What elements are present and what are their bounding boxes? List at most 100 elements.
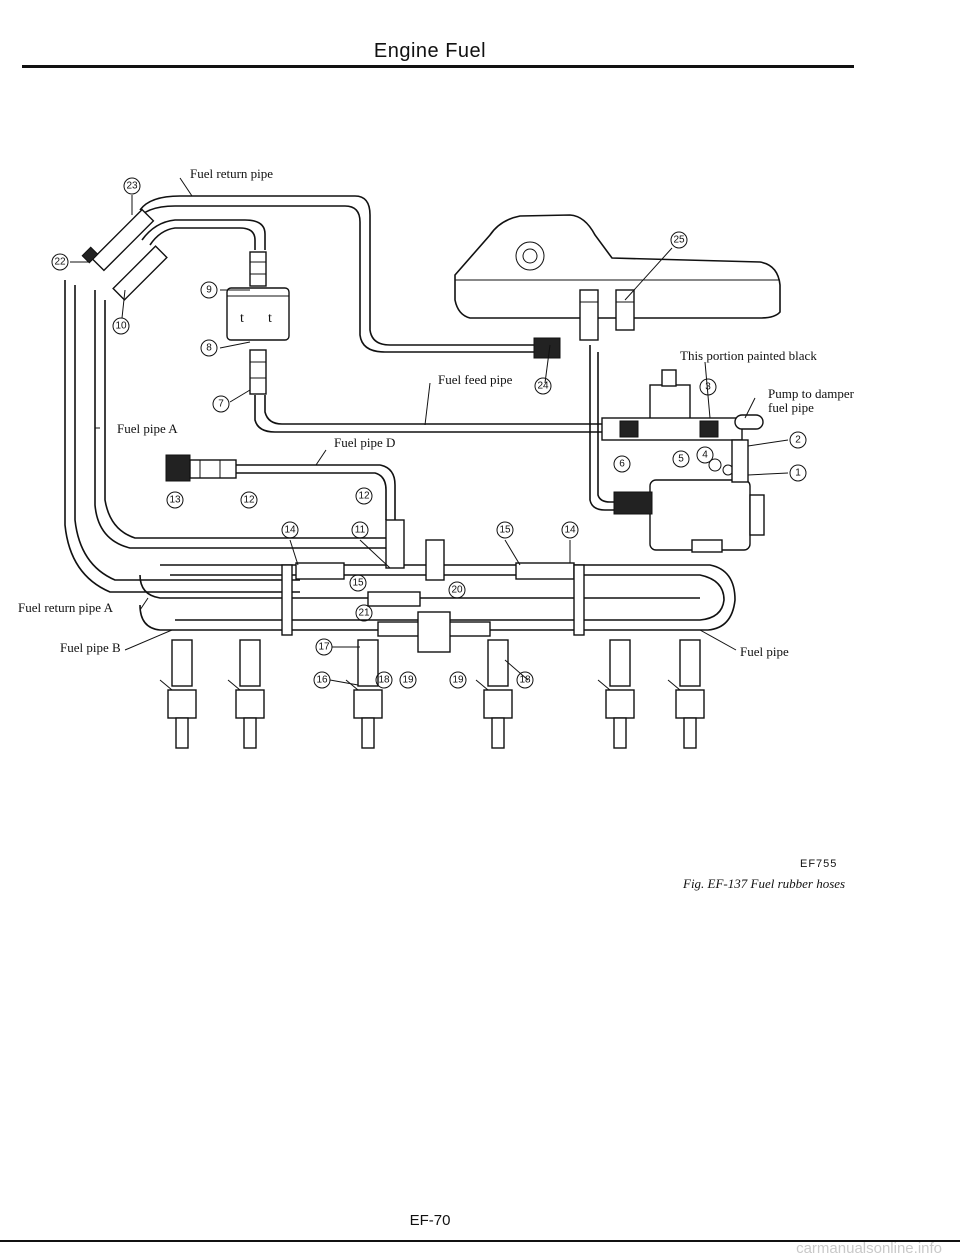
injector-1 [159, 639, 197, 749]
svg-text:15: 15 [352, 578, 364, 589]
fuel-tank [454, 214, 781, 319]
label-fuel-pipe: Fuel pipe [740, 644, 789, 659]
svg-text:2: 2 [795, 435, 801, 446]
svg-text:18: 18 [378, 675, 390, 686]
figure-caption: Fig. EF-137 Fuel rubber hoses [683, 876, 846, 891]
svg-text:19: 19 [402, 675, 414, 686]
fuel-return-pipe [139, 195, 540, 346]
callout-18a: 18 [375, 671, 393, 689]
callout-18b: 18 [516, 671, 534, 689]
injectors [159, 639, 705, 749]
callout-12a: 12 [355, 487, 373, 505]
callout-19a: 19 [399, 671, 417, 689]
callout-25: 25 [670, 231, 688, 249]
svg-text:16: 16 [316, 675, 328, 686]
callout-20: 20 [448, 581, 466, 599]
callout-7: 7 [212, 395, 230, 413]
svg-text:8: 8 [206, 343, 212, 354]
callout-5: 5 [672, 450, 690, 468]
header-rule [22, 65, 854, 68]
svg-text:10: 10 [115, 321, 127, 332]
svg-text:17: 17 [318, 642, 330, 653]
label-fuel-pipe-a: Fuel pipe A [117, 421, 178, 436]
svg-text:13: 13 [169, 495, 181, 506]
page-title: Engine Fuel [373, 40, 487, 62]
watermark: carmanualsonline.info [796, 1240, 942, 1257]
callout-13: 13 [166, 491, 184, 509]
callout-4: 4 [696, 446, 714, 464]
center-connectors [281, 519, 585, 653]
label-pump-to-damper-2: fuel pipe [768, 400, 814, 415]
callout-16: 16 [313, 671, 331, 689]
callout-10: 10 [112, 317, 130, 335]
label-fuel-pipe-b: Fuel pipe B [60, 640, 121, 655]
tank-outlet-hoses [533, 289, 635, 359]
label-fuel-pipe-d: Fuel pipe D [334, 435, 395, 450]
svg-text:12: 12 [358, 491, 370, 502]
figure-code: EF755 [800, 858, 838, 870]
callout-22: 22 [51, 253, 69, 271]
callout-8: 8 [200, 339, 218, 357]
svg-text:11: 11 [355, 525, 366, 536]
callout-23: 23 [123, 177, 141, 195]
svg-text:3: 3 [705, 382, 711, 393]
callouts: 1 2 3 4 5 6 7 8 9 10 11 12 12 13 14 14 1… [51, 177, 807, 689]
fuel-rail-loop [139, 574, 700, 599]
label-fuel-return-pipe-a: Fuel return pipe A [18, 600, 114, 615]
callout-15b: 15 [349, 574, 367, 592]
injector-2 [227, 639, 265, 749]
callout-11: 11 [351, 521, 369, 539]
injector-5 [597, 639, 635, 749]
callout-3: 3 [699, 378, 717, 396]
svg-text:9: 9 [206, 285, 212, 296]
callout-12b: 12 [240, 491, 258, 509]
svg-text:18: 18 [519, 675, 531, 686]
svg-text:20: 20 [451, 585, 463, 596]
svg-text:14: 14 [284, 525, 296, 536]
page-number: EF-70 [409, 1212, 451, 1229]
callout-15a: 15 [496, 521, 514, 539]
injector-6 [667, 639, 705, 749]
callout-24: 24 [534, 377, 552, 395]
callout-21: 21 [355, 604, 373, 622]
label-fuel-feed-pipe: Fuel feed pipe [438, 372, 513, 387]
svg-text:21: 21 [358, 608, 370, 619]
svg-text:7: 7 [218, 399, 224, 410]
hoses-upper-left [81, 208, 168, 301]
leader-lines [70, 177, 789, 686]
text-labels: Fuel return pipe Fuel pipe A Fuel pipe D… [18, 166, 855, 659]
injector-4 [475, 639, 513, 749]
svg-text:24: 24 [537, 381, 549, 392]
label-pump-to-damper: Pump to damper [768, 386, 855, 401]
svg-text:1: 1 [795, 468, 801, 479]
callout-14a: 14 [281, 521, 299, 539]
svg-text:23: 23 [126, 181, 138, 192]
svg-text:22: 22 [54, 257, 66, 268]
label-fuel-return-pipe: Fuel return pipe [190, 166, 273, 181]
callout-6: 6 [613, 455, 631, 473]
callout-19b: 19 [449, 671, 467, 689]
svg-text:19: 19 [452, 675, 464, 686]
svg-text:5: 5 [678, 454, 684, 465]
svg-text:12: 12 [243, 495, 255, 506]
svg-text:6: 6 [619, 459, 625, 470]
callout-14b: 14 [561, 521, 579, 539]
svg-text:14: 14 [564, 525, 576, 536]
svg-text:4: 4 [702, 450, 708, 461]
callout-17: 17 [315, 638, 333, 656]
fuel-feed-pipe [254, 395, 620, 433]
callout-1: 1 [789, 464, 807, 482]
svg-text:15: 15 [499, 525, 511, 536]
callout-2: 2 [789, 431, 807, 449]
footer-rule [0, 1240, 960, 1242]
svg-text:t: t [268, 311, 272, 326]
label-painted-black: This portion painted black [680, 348, 817, 363]
svg-text:25: 25 [673, 235, 685, 246]
fuel-pipe-d [235, 464, 396, 520]
fuel-filter: t t [226, 251, 290, 395]
hose-13 [165, 454, 237, 482]
callout-9: 9 [200, 281, 218, 299]
svg-text:t: t [240, 311, 244, 326]
injector-3 [345, 639, 383, 749]
